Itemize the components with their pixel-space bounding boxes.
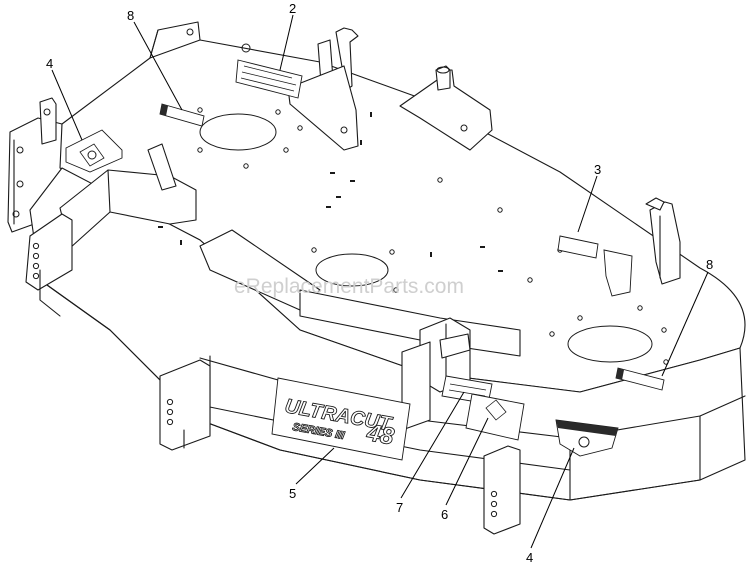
rear-pivot-post: [435, 65, 451, 91]
watermark: eReplacementParts.com: [234, 275, 464, 298]
decal-3-instruction: [557, 235, 633, 297]
callout-5: 5: [289, 486, 296, 501]
decal-4-hazard-left: [65, 129, 123, 173]
callout-6: 6: [441, 507, 448, 522]
decal-4-hazard-right: [555, 419, 619, 457]
decal-2-instruction: [235, 43, 303, 99]
callout-8-left: 8: [127, 8, 134, 23]
decal-8-warning-left: [159, 103, 205, 127]
callout-2: 2: [289, 1, 296, 16]
lower-front-bracket: [39, 269, 521, 535]
decal-5-brand: ULTRACUT SERIES III 48: [271, 377, 411, 461]
decal-6-warning: [465, 393, 525, 441]
rear-left-bracket: [287, 27, 359, 151]
deck-brand-size: 48: [364, 419, 397, 451]
callout-4-right: 4: [526, 550, 533, 565]
callout-7: 7: [396, 500, 403, 515]
front-baffle-assembly: [25, 143, 521, 431]
callout-leaders: [51, 14, 709, 549]
callout-4-left: 4: [46, 56, 53, 71]
spindle-openings: [199, 113, 653, 363]
callout-3: 3: [594, 162, 601, 177]
callout-8-right: 8: [706, 257, 713, 272]
decal-8-warning-right: [615, 367, 665, 391]
